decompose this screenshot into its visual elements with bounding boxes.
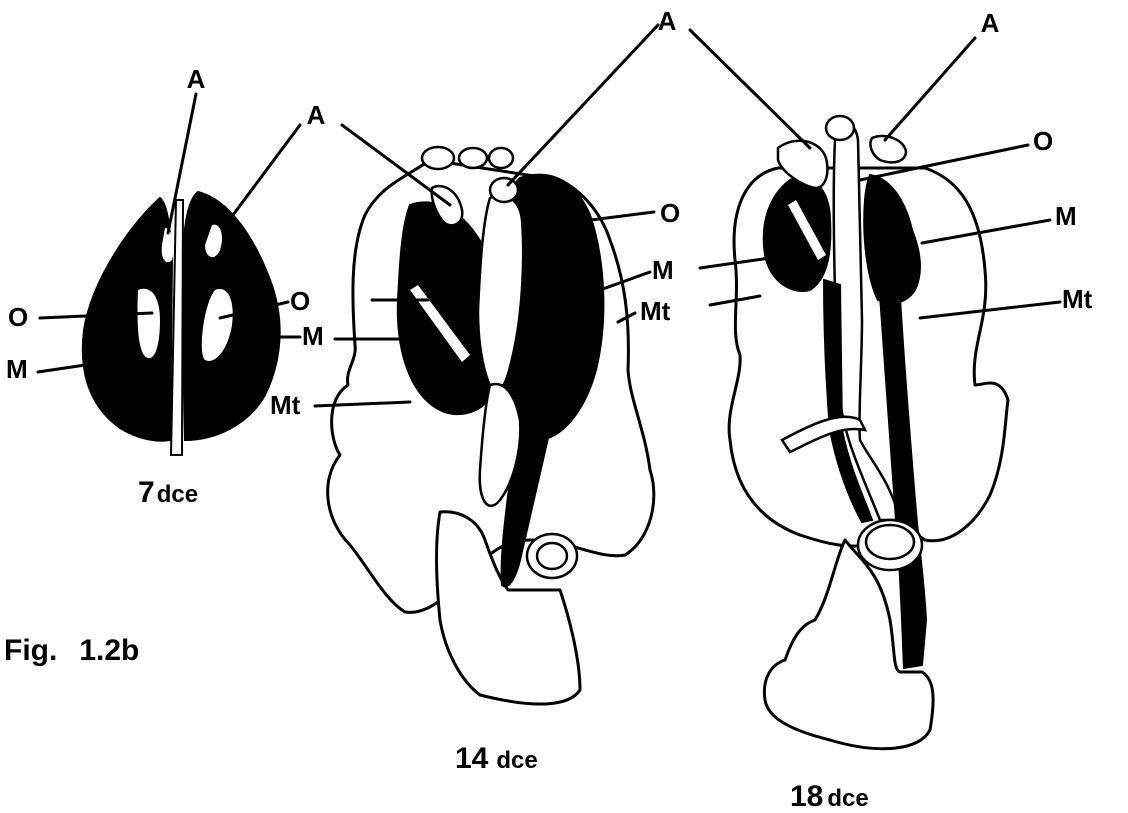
label-o-stage7: O bbox=[8, 302, 28, 332]
label-o-stage18: O bbox=[1033, 126, 1053, 156]
stage-14-unit: dce bbox=[496, 747, 537, 774]
label-a-stage18: A bbox=[981, 8, 1000, 38]
stage-14-caption: 14 dce bbox=[455, 742, 538, 775]
stage-18-right-appendix bbox=[870, 136, 906, 162]
stage-18-number: 18 bbox=[790, 780, 823, 813]
label-a-stage7: A bbox=[187, 64, 206, 94]
stage-14dce-drawing bbox=[315, 25, 658, 704]
stage-18dce-drawing bbox=[690, 30, 1060, 749]
label-o-stage7-right: O bbox=[290, 286, 310, 316]
label-m-stage14: M bbox=[652, 255, 674, 285]
stage-18-top-bud bbox=[826, 116, 854, 140]
label-mt-stage18: Mt bbox=[1062, 284, 1093, 314]
stage-14-ring-outer bbox=[527, 534, 577, 578]
stage-14-bud-2 bbox=[459, 148, 487, 168]
figure-caption-number: 1.2b bbox=[79, 634, 139, 667]
label-m-stage7: M bbox=[6, 354, 28, 384]
stage-7-unit: dce bbox=[157, 481, 198, 508]
label-mt-stage14-right: Mt bbox=[640, 296, 671, 326]
stage-14-bud-1 bbox=[422, 147, 454, 169]
label-a-stage7-right: A bbox=[307, 100, 326, 130]
stage-14-bud-3 bbox=[489, 148, 513, 168]
figure-caption-prefix: Fig. bbox=[4, 634, 57, 667]
stage-7-caption: 7dce bbox=[138, 476, 198, 509]
stage-14-appendix-tip bbox=[490, 178, 518, 202]
figure-caption: Fig. 1.2b bbox=[4, 634, 139, 667]
label-mt-stage14-left: Mt bbox=[270, 390, 301, 420]
stage-7-number: 7 bbox=[138, 476, 155, 509]
label-a-stage14-top: A bbox=[658, 6, 677, 36]
stage-7-central-stalk bbox=[171, 200, 183, 455]
label-o-stage14: O bbox=[660, 198, 680, 228]
label-m-stage7-right: M bbox=[302, 321, 324, 351]
stage-14-number: 14 bbox=[455, 742, 489, 775]
stage-7dce-drawing bbox=[38, 94, 300, 455]
label-m-stage18: M bbox=[1055, 201, 1077, 231]
stage-18-unit: dce bbox=[827, 785, 868, 812]
